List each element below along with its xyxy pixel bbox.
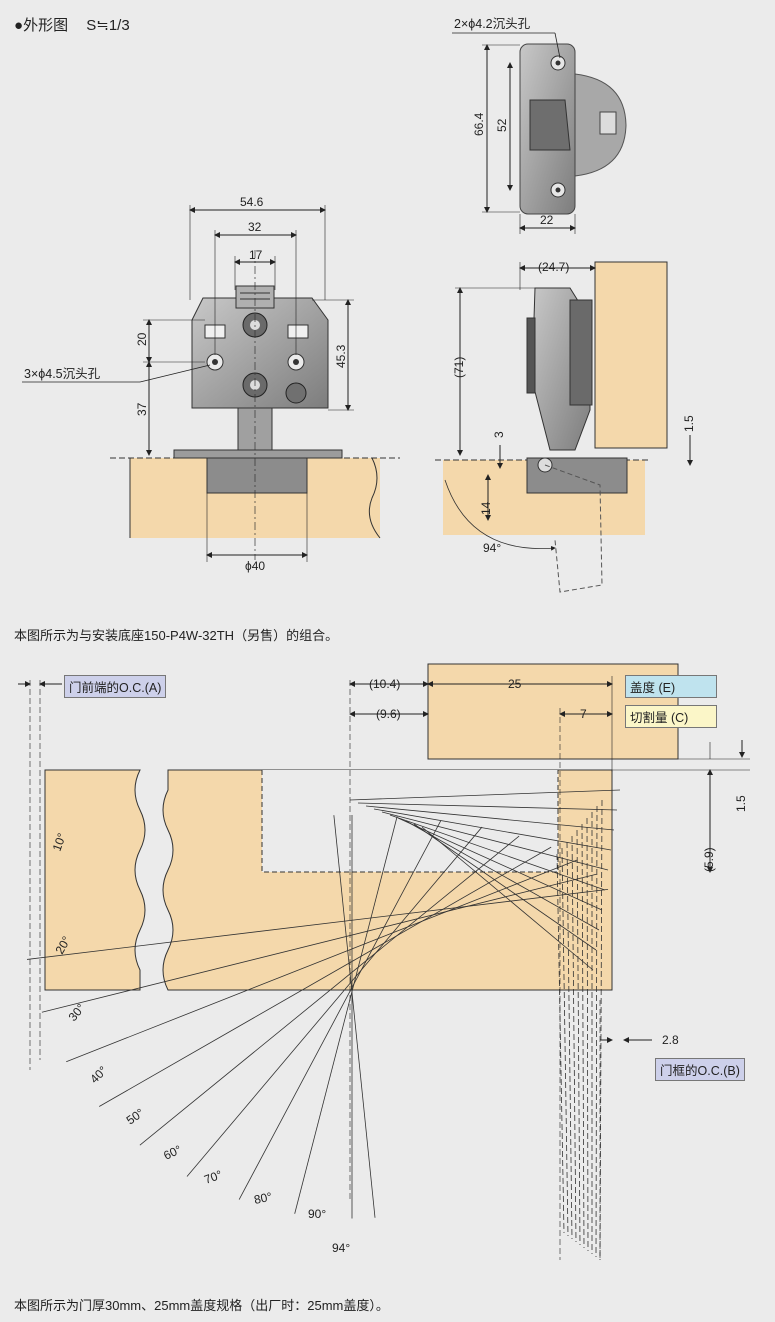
- door-swing-dashed: [561, 847, 569, 1237]
- top-view: [452, 32, 627, 234]
- dim-71: (71): [452, 357, 466, 378]
- door-swing-dashed: [581, 823, 585, 1249]
- dim-24-7: (24.7): [538, 260, 569, 274]
- bottom-view: [18, 663, 750, 1261]
- angle-30: 30°: [66, 1001, 89, 1024]
- angle-60: 60°: [161, 1142, 184, 1162]
- dim-7: 7: [580, 707, 587, 721]
- door-swing-edge: [389, 814, 606, 891]
- door-swing-dashed: [566, 841, 573, 1240]
- door-swing-line: [139, 835, 520, 1146]
- angle-10: 10°: [50, 831, 69, 853]
- label-overlay-e: 盖度 (E): [625, 675, 717, 698]
- angle-40: 40°: [87, 1063, 110, 1086]
- angle-90: 90°: [308, 1207, 326, 1221]
- door-swing-edge: [357, 802, 618, 811]
- dim-2-8: 2.8: [662, 1033, 679, 1047]
- label-cut-c: 切割量 (C): [625, 705, 717, 728]
- front-holes-label: 3×ϕ4.5沉头孔: [24, 367, 101, 381]
- door-swing-edge: [405, 820, 600, 931]
- dim-17: 17: [249, 248, 263, 262]
- door-swing-edge: [365, 805, 615, 831]
- label-oc-b: 门框的O.C.(B): [655, 1058, 745, 1081]
- front-view: [22, 205, 400, 562]
- dim-66-4: 66.4: [472, 112, 486, 136]
- dim-25: 25: [508, 677, 522, 691]
- door-swing-line: [66, 859, 578, 1063]
- door-swing-dashed: [556, 853, 565, 1234]
- door-swing-line: [333, 815, 376, 1218]
- angle-80: 80°: [253, 1189, 274, 1207]
- door-swing-dashed: [571, 835, 577, 1243]
- top-holes-label: 2×ϕ4.2沉头孔: [454, 17, 531, 31]
- title-text: 外形图: [23, 17, 69, 34]
- door-swing-dashed: [586, 817, 589, 1252]
- angle-94-side: 94°: [483, 541, 501, 555]
- scale-text: S≒1/3: [86, 17, 130, 34]
- caption-2: 本图所示为门厚30mm、25mm盖度规格（出厂时：25mm盖度）。: [14, 1298, 389, 1313]
- door-swing-line: [41, 873, 597, 1013]
- angle-50: 50°: [124, 1105, 147, 1127]
- door-swing-line: [186, 826, 483, 1177]
- door-swing-edge: [349, 789, 621, 801]
- dim-22: 22: [540, 213, 554, 227]
- door-swing-line: [294, 816, 398, 1214]
- dim-bottom-1-5: 1.5: [734, 795, 748, 812]
- dim-45-3: 45.3: [334, 344, 348, 368]
- dim-37: 37: [135, 402, 149, 416]
- door-swing-dashed: [599, 799, 603, 1261]
- angle-94: 94°: [332, 1241, 350, 1255]
- caption-1: 本图所示为与安装底座150-P4W-32TH（另售）的组合。: [14, 628, 339, 643]
- dim-40: ϕ40: [245, 559, 265, 573]
- dim-54-6: 54.6: [240, 195, 264, 209]
- dim-52: 52: [495, 118, 509, 132]
- dim-14: 14: [479, 501, 493, 515]
- door-swing-line: [26, 888, 609, 960]
- door-swing-dashed: [595, 805, 598, 1258]
- dim-3: 3: [492, 431, 506, 438]
- door-swing-line: [238, 820, 442, 1200]
- door-swing-edge: [397, 817, 603, 911]
- side-view: [435, 261, 693, 593]
- dim-9-6: (9.6): [376, 707, 401, 721]
- bullet-icon: ●: [14, 17, 24, 34]
- angle-70: 70°: [202, 1167, 224, 1186]
- dim-32: 32: [248, 220, 262, 234]
- dim-side-1-5: 1.5: [682, 415, 696, 432]
- dim-20: 20: [135, 332, 149, 346]
- door-swing-edge: [381, 811, 609, 871]
- door-swing-edge: [413, 823, 597, 951]
- dim-5-9: (5.9): [702, 847, 716, 872]
- door-swing-edge: [421, 826, 594, 971]
- door-swing-line: [99, 846, 552, 1107]
- door-swing-dashed: [576, 829, 581, 1246]
- label-oc-a: 门前端的O.C.(A): [64, 675, 167, 698]
- section-title: ●外形图 S≒1/3: [14, 14, 130, 35]
- dim-10-4: (10.4): [369, 677, 400, 691]
- door-swing-edge: [373, 808, 612, 851]
